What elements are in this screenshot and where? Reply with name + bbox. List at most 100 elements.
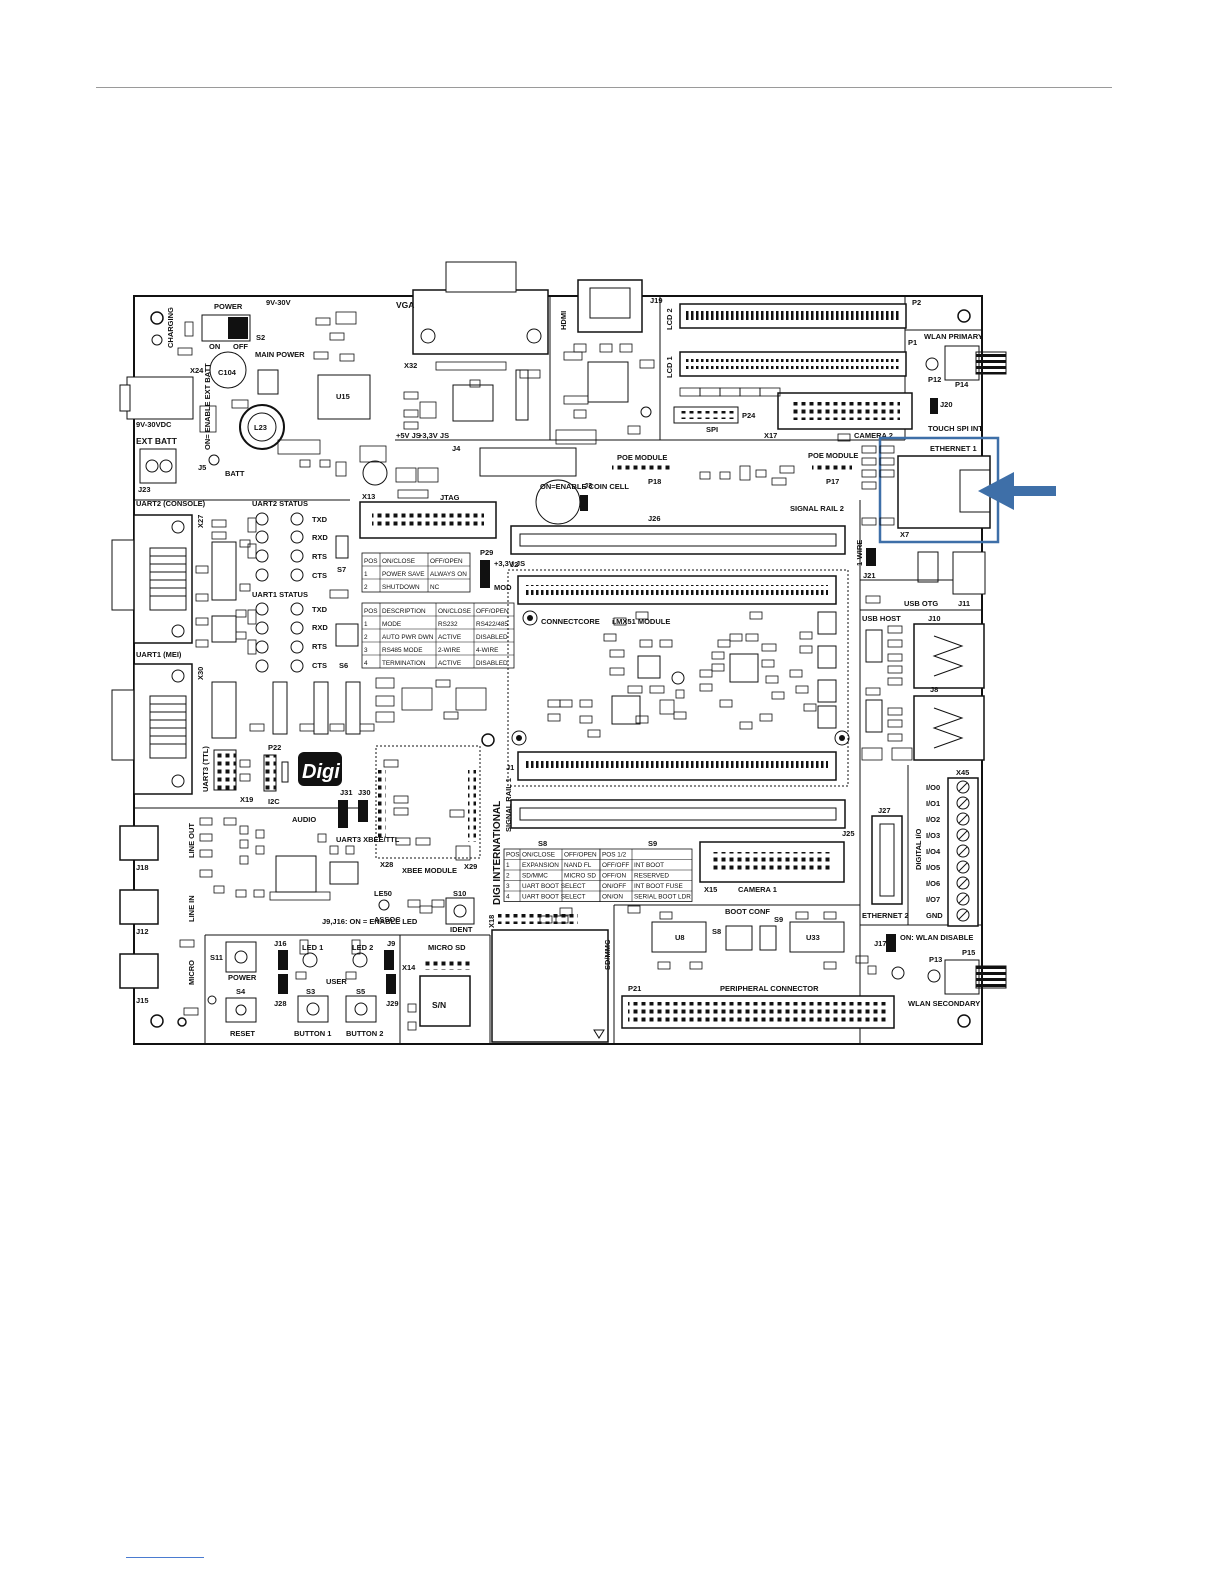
smd-part — [211, 519, 227, 528]
table-cell: 1 — [364, 621, 368, 628]
terminal-screw — [956, 780, 970, 794]
svg-text:J30: J30 — [358, 788, 371, 797]
smd-part — [419, 401, 437, 419]
svg-text:WLAN PRIMARY: WLAN PRIMARY — [924, 332, 983, 341]
smd-part — [673, 711, 687, 720]
smd-part — [887, 665, 903, 674]
smd-part — [711, 651, 725, 660]
svg-text:J3: J3 — [584, 481, 592, 490]
user-button-2 — [345, 995, 377, 1023]
smd-part — [699, 669, 713, 678]
table-cell: RS232 — [438, 621, 458, 628]
io-label: I/O4 — [926, 847, 941, 856]
smd-part — [239, 855, 249, 865]
table-cell: SHUTDOWN — [382, 584, 420, 591]
table-cell: TERMINATION — [382, 660, 426, 667]
smd-part — [239, 759, 251, 768]
smd-part — [771, 477, 787, 486]
svg-text:U33: U33 — [806, 933, 820, 942]
smd-part — [403, 391, 419, 400]
smd-part — [761, 643, 777, 652]
svg-text:J18: J18 — [136, 863, 149, 872]
smd-part — [235, 889, 247, 898]
svg-text:ON: ON — [209, 342, 220, 351]
svg-text:AUDIO: AUDIO — [292, 815, 316, 824]
svg-text:9V-30V: 9V-30V — [266, 298, 291, 307]
svg-text:POE MODULE: POE MODULE — [808, 451, 858, 460]
smd-part — [771, 691, 785, 700]
signal-rail1 — [510, 799, 846, 829]
smd-part — [887, 625, 903, 634]
smd-part — [755, 469, 767, 478]
svg-text:BUTTON 1: BUTTON 1 — [294, 1029, 331, 1038]
smd-part — [315, 317, 331, 326]
smd-part — [861, 517, 877, 526]
svg-text:J15: J15 — [136, 996, 149, 1005]
smd-part — [443, 711, 459, 720]
smd-part — [789, 669, 803, 678]
usb-otg — [952, 551, 986, 595]
smd-part — [359, 445, 387, 463]
smd-part — [179, 939, 195, 948]
smd-part — [795, 685, 809, 694]
svg-text:X32: X32 — [404, 361, 417, 370]
io-label: I/O2 — [926, 815, 940, 824]
svg-text:CHARGING: CHARGING — [166, 307, 175, 348]
smd-part — [339, 353, 355, 362]
table-cell: ON/CLOSE — [522, 852, 555, 859]
smd-part — [239, 839, 249, 849]
smd-part — [659, 639, 673, 648]
svg-text:POWER: POWER — [228, 973, 257, 982]
smd-part — [383, 759, 399, 768]
sdmmc-slot — [491, 929, 609, 1043]
svg-text:S8: S8 — [712, 927, 721, 936]
smd-part — [393, 795, 409, 804]
power-button — [225, 941, 257, 973]
smd-part — [573, 409, 587, 419]
svg-text:LINE IN: LINE IN — [187, 895, 196, 922]
svg-text:LINE OUT: LINE OUT — [187, 823, 196, 858]
smd-part — [547, 713, 561, 722]
smd-part — [659, 911, 673, 920]
svg-text:J23: J23 — [138, 485, 151, 494]
svg-text:1-WIRE: 1-WIRE — [855, 540, 864, 566]
smd-part — [699, 683, 713, 692]
smd-part — [823, 911, 837, 920]
smd-part — [861, 445, 877, 454]
smd-part — [253, 889, 265, 898]
smd-part — [359, 723, 375, 732]
table-cell: NC — [430, 584, 440, 591]
svg-text:C104: C104 — [218, 368, 237, 377]
smd-part — [579, 699, 593, 708]
table-cell: OFF/ON — [602, 873, 627, 880]
svg-text:RXD: RXD — [312, 533, 328, 542]
svg-text:i.MX51 MODULE: i.MX51 MODULE — [612, 617, 670, 626]
table-cell: OFF/OPEN — [430, 558, 463, 565]
svg-text:J8: J8 — [930, 685, 938, 694]
smd-part — [879, 457, 895, 466]
smd-part — [659, 699, 675, 715]
smd-part — [837, 433, 851, 442]
smd-part — [635, 611, 649, 620]
svg-text:+3,3V JS: +3,3V JS — [418, 431, 449, 440]
svg-text:RESET: RESET — [230, 1029, 255, 1038]
smd-part — [609, 649, 625, 658]
io-label: I/O0 — [926, 783, 940, 792]
table-cell: RESERVED — [634, 873, 669, 880]
svg-text:P21: P21 — [628, 984, 641, 993]
smd-part — [395, 837, 411, 846]
svg-text:ETHERNET 2: ETHERNET 2 — [862, 911, 909, 920]
svg-text:LE50: LE50 — [374, 889, 392, 898]
smd-part — [555, 429, 597, 445]
audio-jacks — [119, 825, 159, 989]
svg-text:J25: J25 — [842, 829, 855, 838]
svg-text:J16: J16 — [274, 939, 287, 948]
usb-host-j8 — [913, 695, 985, 761]
usb-host-j10 — [913, 623, 985, 689]
smd-part — [177, 347, 193, 356]
io-label: I/O3 — [926, 831, 940, 840]
table-cell: 4 — [364, 660, 368, 667]
svg-text:PERIPHERAL CONNECTOR: PERIPHERAL CONNECTOR — [720, 984, 819, 993]
smd-part — [627, 425, 641, 435]
